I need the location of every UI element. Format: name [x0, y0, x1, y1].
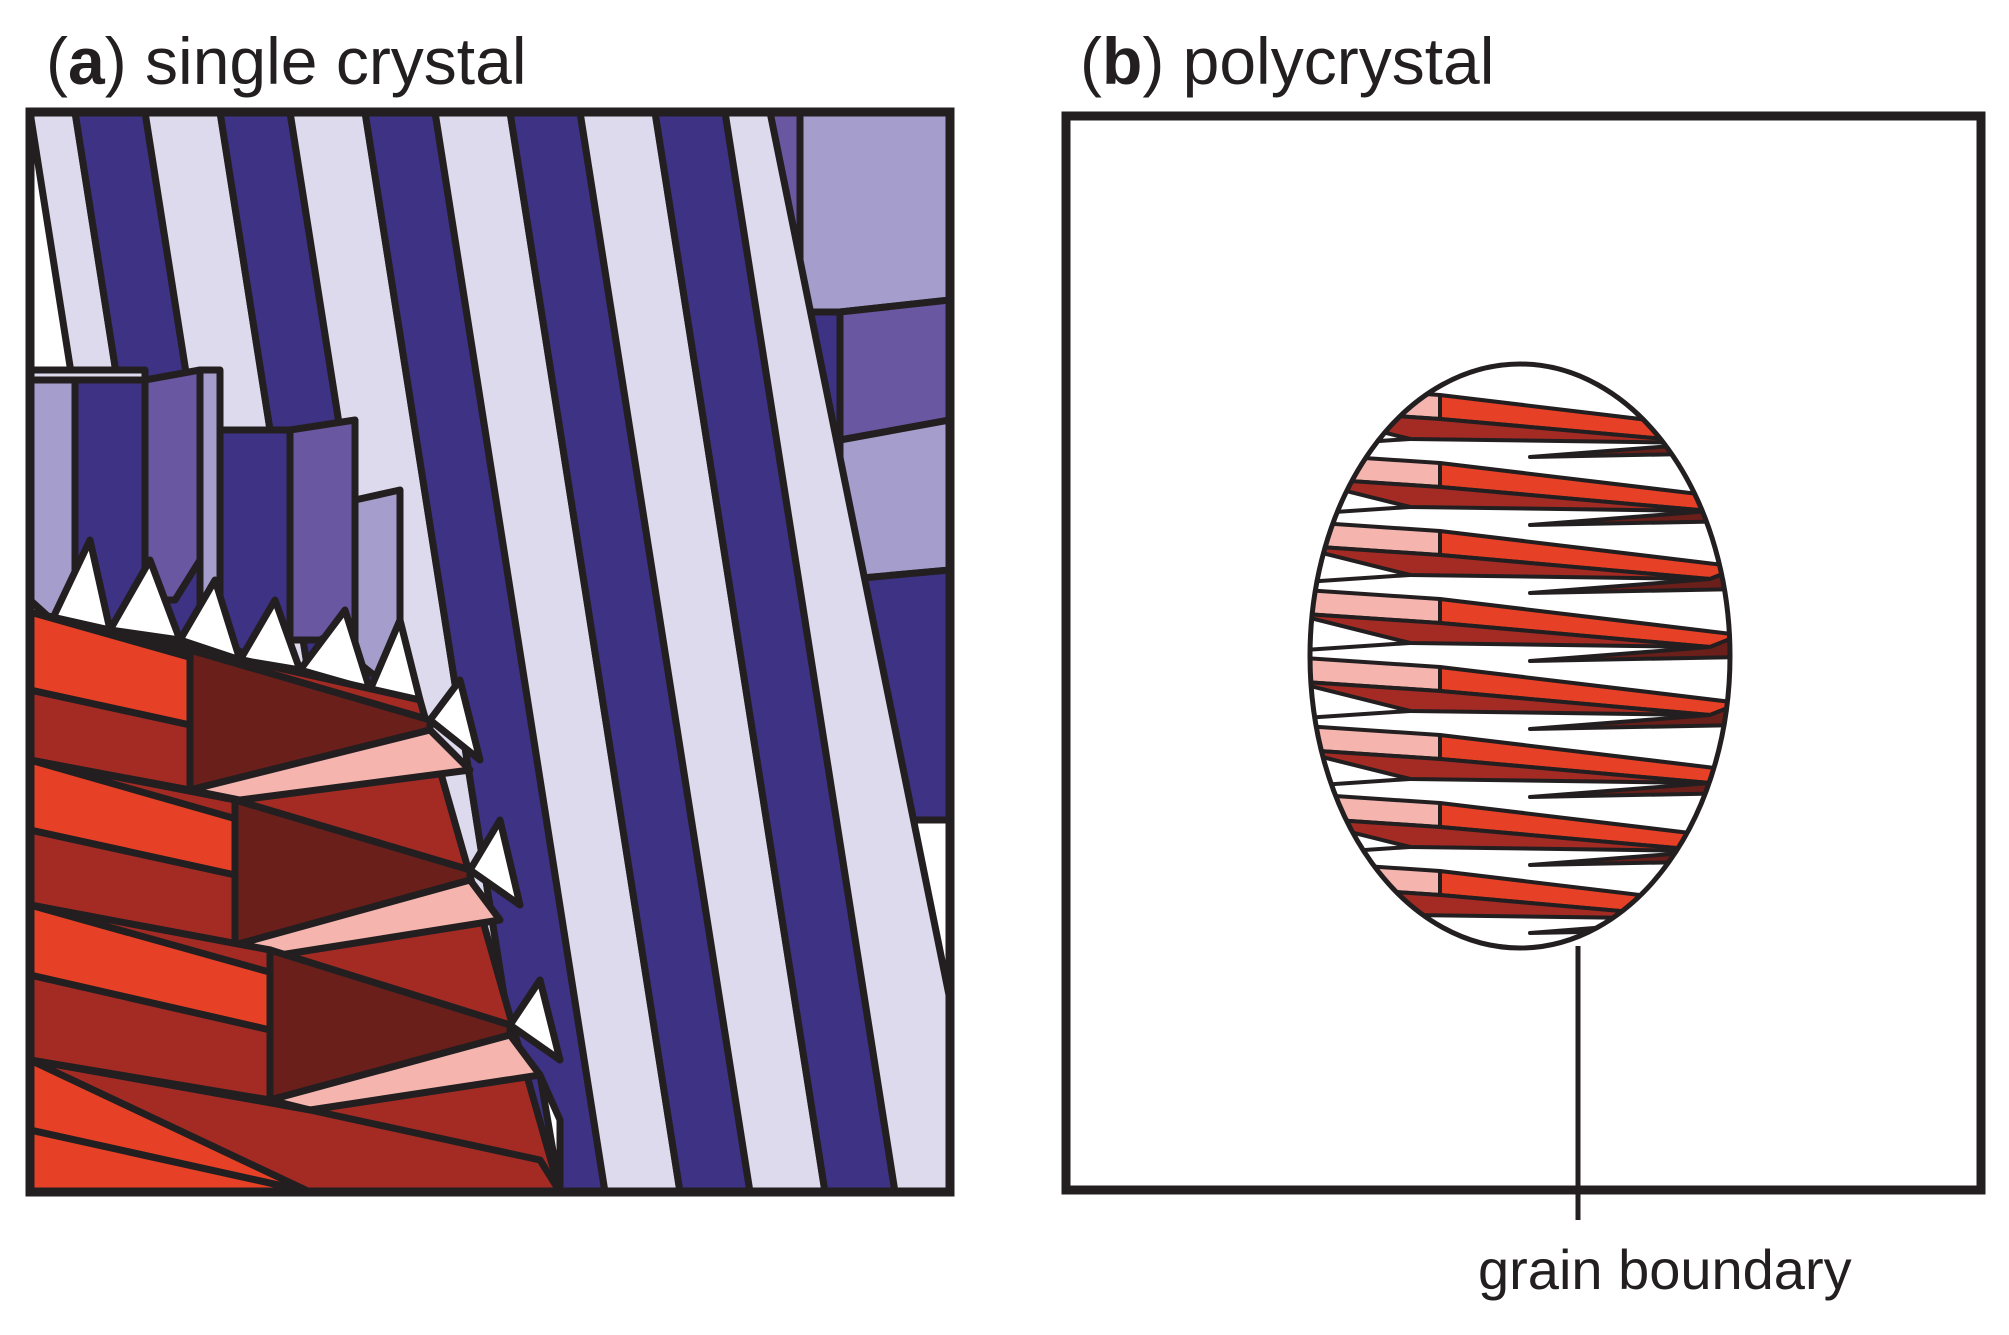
- grain-slab-shadow-face: [1528, 565, 1730, 595]
- panel-b-polycrystal: [1061, 111, 1986, 1220]
- panel-a-letter: a: [67, 24, 105, 98]
- grain-gap: [1310, 611, 1412, 653]
- grain-slab-shadow-face: [1528, 497, 1730, 527]
- grain-boundary-outline: [1307, 361, 1733, 951]
- panel-b-title: (b) polycrystal: [1080, 24, 1495, 98]
- panel-a-single-crystal: [25, 107, 955, 1197]
- panel-b-title-text: polycrystal: [1182, 24, 1495, 98]
- panel-a-frame: [25, 107, 955, 1197]
- grain-slab-shadow-face: [1528, 701, 1730, 731]
- grain-slab-shadow-face: [1528, 769, 1730, 799]
- grain-boundary-label: grain boundary: [1478, 1238, 1852, 1301]
- panel-b-letter: b: [1101, 24, 1143, 98]
- grain-slab-shadow-face: [1528, 633, 1730, 663]
- grain-gap: [1310, 679, 1412, 721]
- red-gap-triangles: [426, 676, 564, 1192]
- panel-a-title-text: single crystal: [145, 24, 527, 98]
- sawtooth-gaps: [30, 536, 424, 704]
- panel-a-title: (a) single crystal: [46, 24, 527, 98]
